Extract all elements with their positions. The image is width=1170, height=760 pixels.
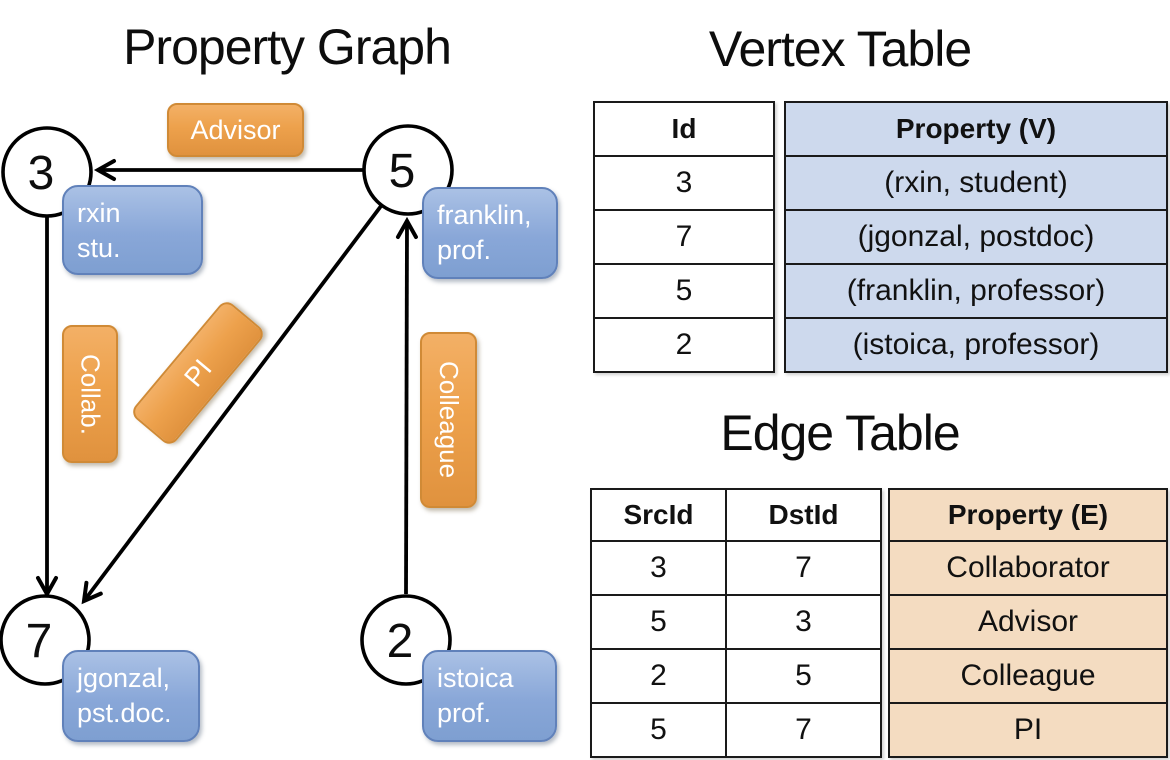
- table-row: 2: [595, 317, 773, 371]
- edge-dst-cell: 3: [725, 596, 880, 648]
- vertex-table-property-column: Property (V) (rxin, student) (jgonzal, p…: [784, 101, 1168, 373]
- vertex-property-cell: (rxin, student): [884, 166, 1068, 199]
- table-row: Colleague: [890, 648, 1166, 702]
- vertex-table-header-id: Id: [671, 113, 697, 144]
- vertex-property-cell: (franklin, professor): [846, 274, 1106, 307]
- edge-label-pi-text: PI: [177, 353, 218, 393]
- table-row: (istoica, professor): [786, 317, 1166, 371]
- edge-property-cell: Advisor: [977, 605, 1079, 638]
- property-graph-title: Property Graph: [123, 19, 452, 75]
- vertex-property-line: istoica: [437, 663, 514, 693]
- edge-dst-cell: 5: [725, 650, 880, 702]
- node-id-7: 7: [26, 615, 53, 668]
- table-row: (franklin, professor): [786, 263, 1166, 317]
- vertex-property-line: franklin,: [437, 200, 532, 230]
- edge-label-collaborator: Collab.: [62, 325, 118, 463]
- edge-src-cell: 2: [650, 659, 667, 692]
- edge-src-cell: 5: [650, 713, 667, 746]
- edge-table-header-dstid: DstId: [725, 490, 880, 540]
- vertex-table-title: Vertex Table: [708, 21, 972, 77]
- edge-label-advisor: Advisor: [167, 103, 304, 157]
- table-row: (jgonzal, postdoc): [786, 209, 1166, 263]
- vertex-table-header-property: Property (V): [895, 113, 1057, 144]
- vertex-property-line: rxin: [77, 198, 121, 228]
- vertex-property-box-franklin: franklin, prof.: [422, 187, 558, 279]
- table-row: 5 3: [592, 594, 880, 648]
- edge-table-property-column: Property (E) Collaborator Advisor Collea…: [888, 488, 1168, 758]
- vertex-property-line: prof.: [437, 235, 492, 265]
- table-row: Collaborator: [890, 540, 1166, 594]
- vertex-property-box-istoica: istoica prof.: [422, 650, 557, 742]
- edge-property-cell: Collaborator: [946, 551, 1110, 584]
- table-row: 5 7: [592, 702, 880, 756]
- vertex-property-cell: (jgonzal, postdoc): [857, 220, 1095, 253]
- edge-table-title: Edge Table: [720, 405, 960, 461]
- table-row: Advisor: [890, 594, 1166, 648]
- table-row: 2 5: [592, 648, 880, 702]
- edge-pi-line: [81, 204, 383, 605]
- vertex-id-cell: 7: [675, 220, 693, 253]
- table-row: 7: [595, 209, 773, 263]
- table-row: 3: [595, 155, 773, 209]
- edge-label-advisor-text: Advisor: [190, 114, 281, 145]
- edge-label-collaborator-text: Collab.: [75, 353, 106, 435]
- edge-dst-cell: 7: [725, 542, 880, 594]
- edge-table-header-property: Property (E): [947, 499, 1109, 530]
- vertex-id-cell: 3: [675, 166, 693, 199]
- edge-colleague-line: [395, 216, 418, 595]
- vertex-property-line: stu.: [77, 233, 121, 263]
- vertex-property-line: jgonzal,: [77, 663, 171, 693]
- edge-src-cell: 3: [650, 551, 667, 584]
- node-id-3: 3: [28, 147, 55, 200]
- edge-table-ids-columns: SrcId DstId 3 7 5 3 2 5 5 7: [590, 488, 882, 758]
- table-row: PI: [890, 702, 1166, 756]
- edge-property-cell: PI: [1013, 713, 1043, 746]
- vertex-property-line: pst.doc.: [77, 698, 172, 728]
- edge-src-cell: 5: [650, 605, 667, 638]
- edge-label-colleague-text: Colleague: [434, 361, 464, 479]
- vertex-property-box-rxin: rxin stu.: [62, 185, 203, 275]
- edge-label-colleague: Colleague: [420, 332, 477, 508]
- table-row: 5: [595, 263, 773, 317]
- edge-property-cell: Colleague: [960, 659, 1096, 692]
- vertex-table-id-column: Id 3 7 5 2: [593, 101, 775, 373]
- edge-dst-cell: 7: [725, 704, 880, 756]
- vertex-id-cell: 5: [675, 274, 693, 307]
- edge-table-header-srcid: SrcId: [623, 499, 694, 530]
- vertex-property-box-jgonzal: jgonzal, pst.doc.: [62, 650, 200, 742]
- node-id-5: 5: [389, 145, 416, 198]
- table-row: 3 7: [592, 540, 880, 594]
- table-row: (rxin, student): [786, 155, 1166, 209]
- vertex-property-cell: (istoica, professor): [852, 328, 1100, 361]
- vertex-id-cell: 2: [675, 328, 693, 361]
- node-id-2: 2: [387, 615, 414, 668]
- vertex-property-line: prof.: [437, 698, 492, 728]
